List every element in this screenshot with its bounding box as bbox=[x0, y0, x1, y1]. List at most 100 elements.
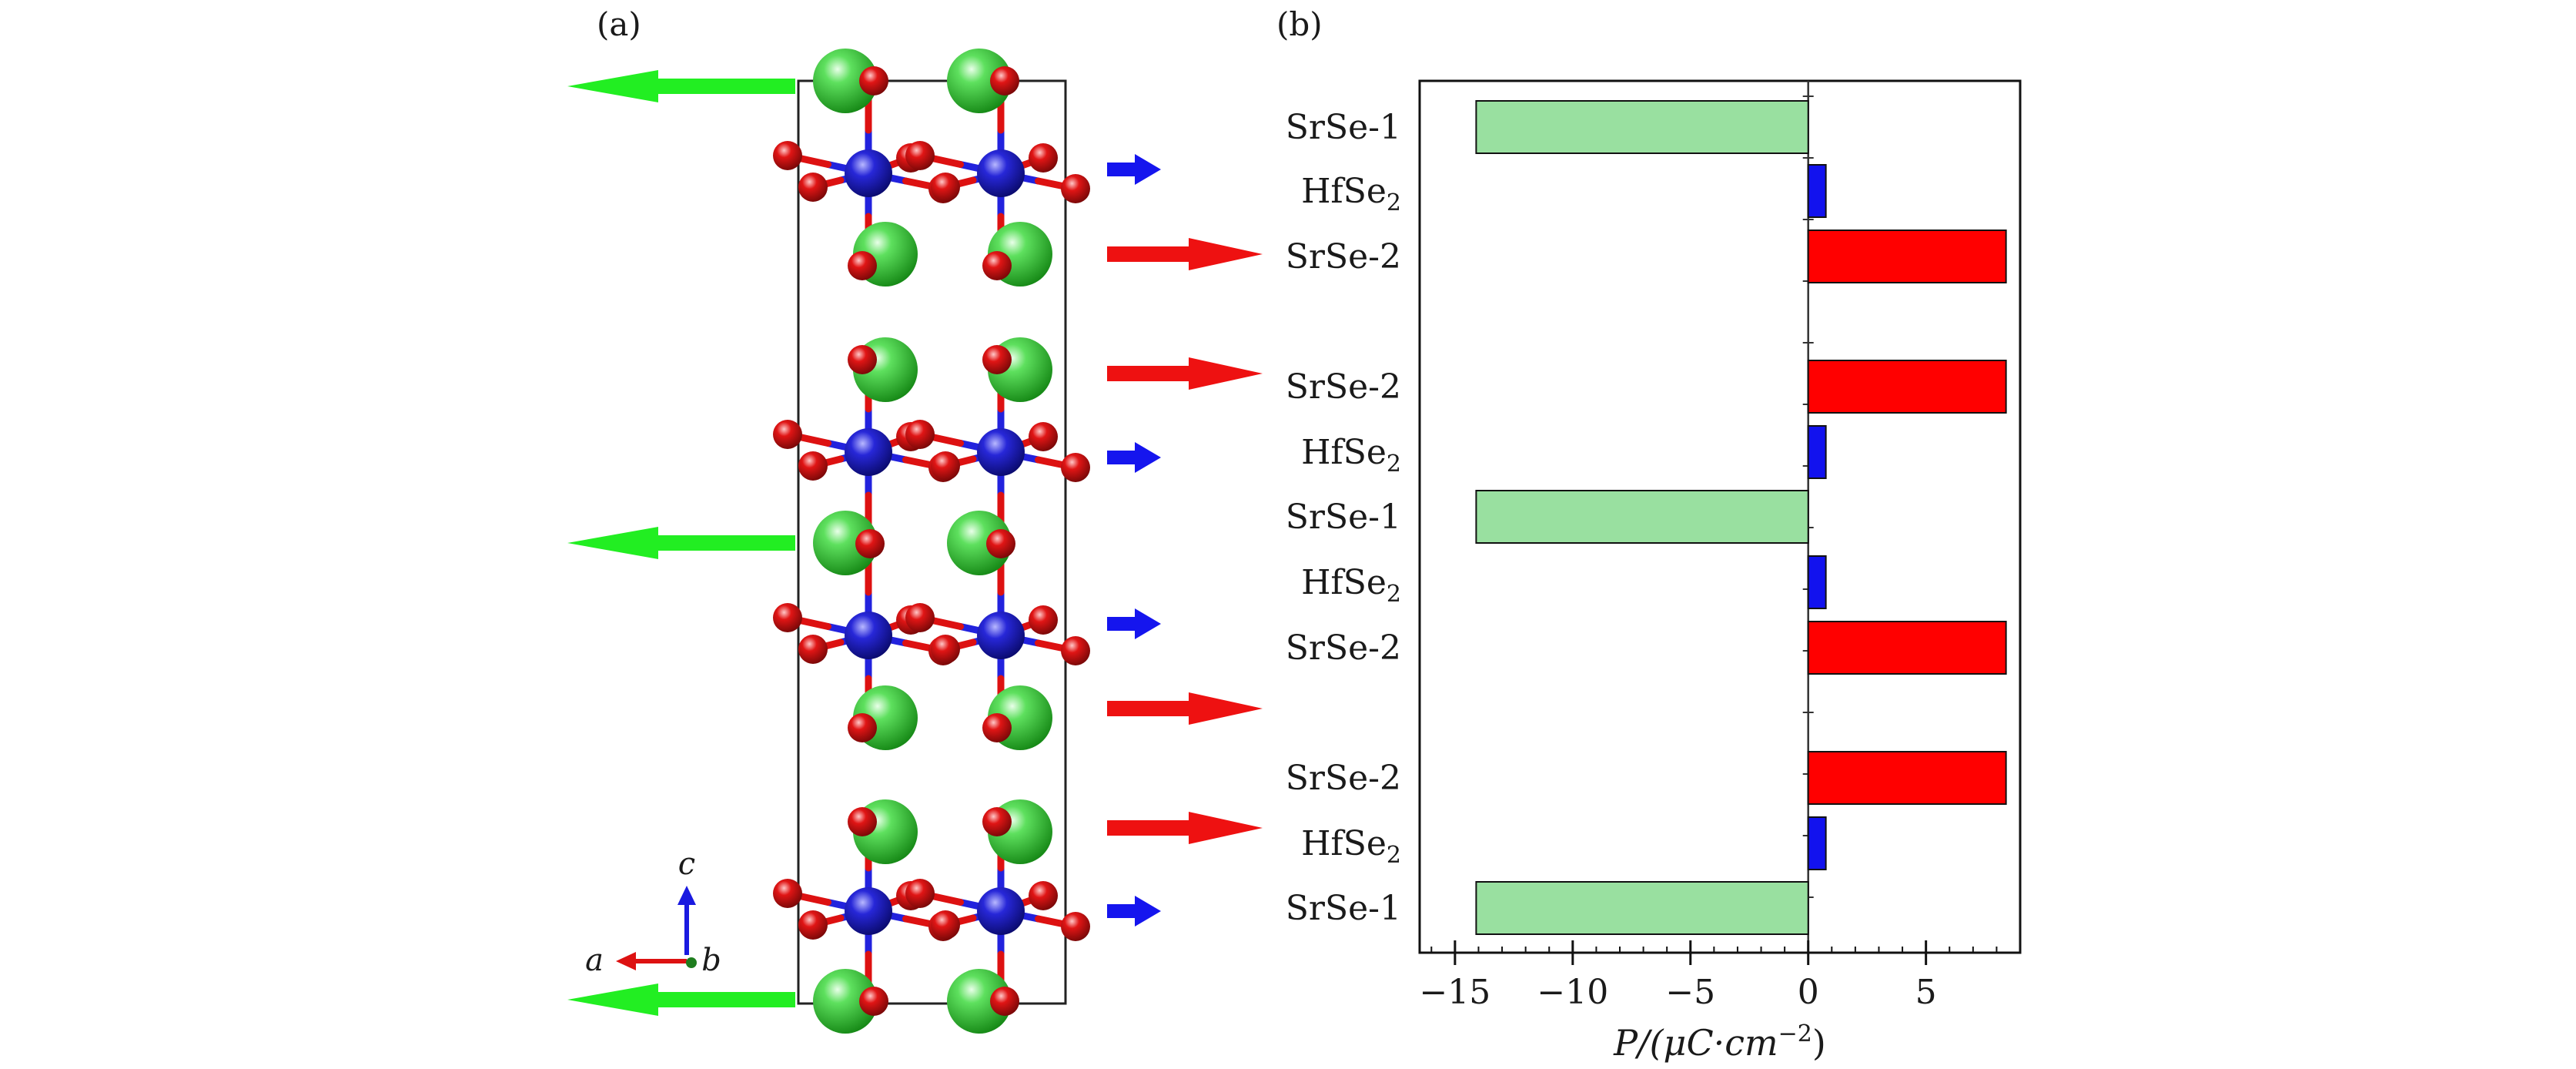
a-axis-label: a bbox=[585, 943, 604, 978]
category-label: SrSe-2 bbox=[1286, 367, 1401, 407]
sr-atom bbox=[947, 969, 1012, 1034]
se-atom bbox=[773, 420, 802, 449]
se-atom bbox=[848, 251, 877, 280]
panel-b-label: (b) bbox=[1276, 5, 1323, 43]
se-displacement-arrow bbox=[1107, 238, 1263, 270]
se-atom bbox=[986, 529, 1015, 558]
se-atom bbox=[990, 66, 1019, 96]
category-label: HfSe2 bbox=[1301, 563, 1401, 608]
bars bbox=[1475, 100, 2007, 935]
category-label: SrSe-1 bbox=[1286, 108, 1401, 147]
bar bbox=[1475, 100, 1809, 154]
category-label: SrSe-2 bbox=[1286, 759, 1401, 798]
x-axis-label: P/(μC·cm−2) bbox=[1613, 1020, 1826, 1064]
category-label: SrSe-1 bbox=[1286, 889, 1401, 928]
category-label-base: SrSe-1 bbox=[1286, 498, 1401, 537]
category-label: SrSe-2 bbox=[1286, 628, 1401, 668]
se-atom bbox=[982, 345, 1012, 374]
hf-atom bbox=[977, 612, 1025, 659]
hf-atom bbox=[845, 428, 892, 476]
sr-displacement-arrow bbox=[567, 70, 795, 102]
se-atom bbox=[931, 635, 960, 664]
se-atom bbox=[982, 251, 1012, 280]
category-label-base: SrSe-2 bbox=[1286, 759, 1401, 798]
category-label-base: SrSe-2 bbox=[1286, 628, 1401, 668]
se-atom bbox=[798, 451, 828, 481]
hf-atom bbox=[845, 612, 892, 659]
sr-atom bbox=[947, 511, 1012, 575]
se-atom bbox=[855, 529, 885, 558]
category-label: HfSe2 bbox=[1301, 433, 1401, 478]
c-axis-head bbox=[677, 886, 696, 905]
se-atom bbox=[1061, 636, 1090, 665]
x-tick-label: −15 bbox=[1419, 973, 1490, 1012]
bar bbox=[1807, 164, 1827, 218]
hf-atom bbox=[977, 428, 1025, 476]
b-axis-label: b bbox=[701, 943, 721, 978]
se-atom bbox=[1061, 912, 1090, 941]
bar bbox=[1807, 621, 2007, 675]
sr-atom bbox=[813, 969, 878, 1034]
bar bbox=[1807, 816, 1827, 870]
category-label-base: HfSe bbox=[1301, 824, 1387, 863]
se-displacement-arrow bbox=[1107, 692, 1263, 725]
plot-frame bbox=[1418, 79, 2022, 954]
unit-cell-box bbox=[797, 79, 1067, 1005]
se-atom bbox=[982, 713, 1012, 742]
bar bbox=[1475, 490, 1809, 544]
category-label-subscript: 2 bbox=[1387, 189, 1401, 216]
c-axis-label: c bbox=[678, 846, 695, 882]
se-atom bbox=[848, 345, 877, 374]
se-atom bbox=[931, 451, 960, 481]
displacement-arrows bbox=[567, 70, 1263, 1016]
category-label: SrSe-1 bbox=[1286, 498, 1401, 537]
bar bbox=[1807, 230, 2007, 283]
se-atom bbox=[931, 173, 960, 202]
sr-atom bbox=[947, 49, 1012, 113]
se-atom bbox=[905, 879, 935, 908]
se-atom bbox=[773, 879, 802, 908]
hf-displacement-arrow bbox=[1107, 154, 1161, 185]
se-atom bbox=[848, 713, 877, 742]
sr-displacement-arrow bbox=[567, 984, 795, 1016]
se-atom bbox=[990, 987, 1019, 1016]
category-label-subscript: 2 bbox=[1387, 581, 1401, 608]
sr-displacement-arrow bbox=[567, 527, 795, 559]
sr-atom bbox=[813, 511, 878, 575]
se-atom bbox=[1061, 174, 1090, 203]
hf-displacement-arrow bbox=[1107, 442, 1161, 473]
bar bbox=[1807, 360, 2007, 414]
category-label-base: SrSe-1 bbox=[1286, 889, 1401, 928]
x-tick-label: −5 bbox=[1665, 973, 1715, 1012]
category-label-subscript: 2 bbox=[1387, 451, 1401, 478]
category-labels: SrSe-1HfSe2SrSe-2SrSe-2HfSe2SrSe-1HfSe2S… bbox=[1286, 108, 1401, 928]
hf-displacement-arrow bbox=[1107, 896, 1161, 927]
axis-indicator: c a b bbox=[585, 846, 721, 978]
sr-atom bbox=[813, 49, 878, 113]
se-atom bbox=[798, 635, 828, 664]
x-tick-label: −10 bbox=[1537, 973, 1608, 1012]
se-atom bbox=[931, 910, 960, 940]
se-atom bbox=[905, 603, 935, 632]
se-atom bbox=[905, 420, 935, 449]
se-atom bbox=[848, 807, 877, 836]
se-atom bbox=[859, 987, 888, 1016]
se-displacement-arrow bbox=[1107, 357, 1263, 390]
hf-displacement-arrow bbox=[1107, 608, 1161, 639]
x-tick-label: 5 bbox=[1915, 973, 1937, 1012]
category-label: SrSe-2 bbox=[1286, 237, 1401, 276]
se-atom bbox=[1029, 881, 1058, 910]
hf-atom bbox=[845, 887, 892, 935]
a-axis-head bbox=[616, 952, 636, 970]
se-atom bbox=[982, 807, 1012, 836]
atom-spheres bbox=[773, 49, 1090, 1034]
se-atom bbox=[905, 141, 935, 170]
b-axis-dot bbox=[686, 957, 697, 968]
category-label-base: HfSe bbox=[1301, 563, 1387, 602]
panel-a-structure: (a) c a b bbox=[567, 5, 1263, 1034]
category-label: HfSe2 bbox=[1301, 824, 1401, 869]
hf-atom bbox=[845, 149, 892, 197]
se-atom bbox=[859, 66, 888, 96]
